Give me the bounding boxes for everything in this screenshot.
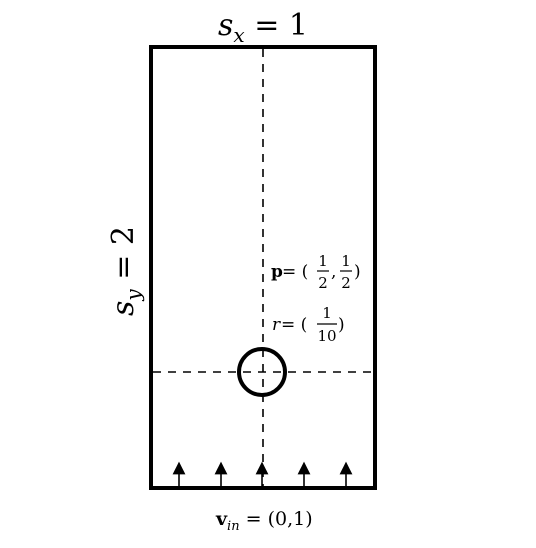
center-point-label: p = ( 1 2 , 1 2 ) [271, 252, 361, 292]
svg-text:= (: = ( [281, 315, 307, 335]
svg-text:,: , [331, 262, 336, 282]
svg-text:1: 1 [341, 252, 351, 270]
svg-text:1: 1 [322, 304, 332, 322]
sy-label: sy = 2 [106, 226, 145, 316]
svg-text:): ) [354, 262, 361, 282]
svg-text:1: 1 [318, 252, 328, 270]
domain-boundary [149, 45, 377, 490]
radius-label: r = ( 1 10 ) [272, 304, 345, 345]
svg-text:p: p [271, 262, 283, 282]
svg-text:r: r [272, 315, 281, 335]
svg-text:= (: = ( [282, 262, 308, 282]
svg-text:2: 2 [318, 274, 328, 292]
inflow-velocity-label: vin = (0,1) [215, 508, 313, 534]
inflow-arrows [172, 461, 353, 486]
sx-label: sx = 1 [218, 8, 308, 47]
svg-text:10: 10 [317, 327, 336, 345]
obstacle-circle [237, 347, 287, 397]
svg-text:): ) [338, 315, 345, 335]
svg-text:2: 2 [341, 274, 351, 292]
